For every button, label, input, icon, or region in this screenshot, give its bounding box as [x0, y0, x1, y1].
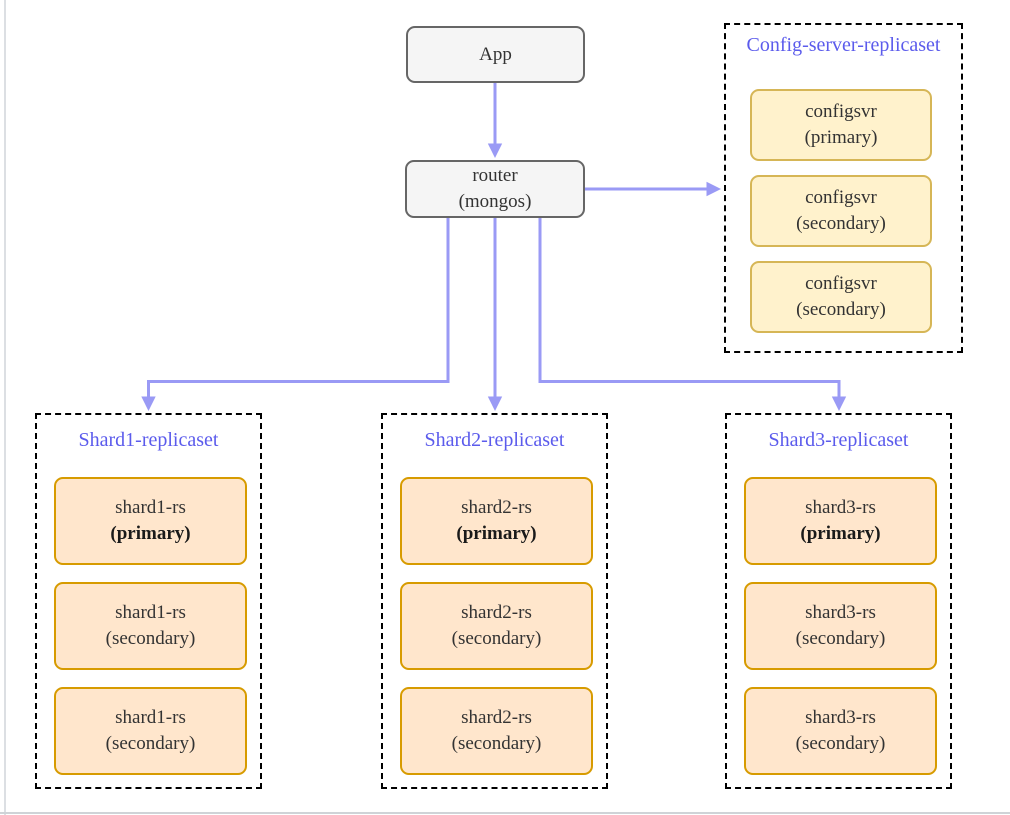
- node-name: shard3-rs: [805, 602, 876, 623]
- arrowhead-into-router: [487, 143, 503, 158]
- shard1-primary-node: shard1-rs (primary): [54, 477, 247, 565]
- router-node: router (mongos): [405, 160, 585, 218]
- node-role: (secondary): [795, 733, 886, 754]
- configsvr-primary-node: configsvr (primary): [750, 89, 932, 161]
- node-name: configsvr: [805, 187, 877, 208]
- shard3-replicaset-title: Shard3-replicaset: [768, 429, 909, 451]
- arrowhead-into-shard3: [831, 396, 847, 411]
- page-frame-bottom-border: [0, 812, 1010, 814]
- node-role: (secondary): [796, 213, 886, 234]
- node-name: shard3-rs: [805, 707, 876, 728]
- shard1-secondary-node-1: shard1-rs (secondary): [54, 582, 247, 670]
- arrow-router-to-shard1: [147, 218, 450, 397]
- router-node-label-line1: router: [472, 165, 518, 186]
- node-role: (primary): [110, 523, 191, 544]
- node-name: shard2-rs: [461, 707, 532, 728]
- node-role: (primary): [456, 523, 537, 544]
- app-node-label: App: [479, 43, 512, 65]
- shard3-secondary-node-2: shard3-rs (secondary): [744, 687, 937, 775]
- configsvr-secondary-node-2: configsvr (secondary): [750, 261, 932, 333]
- arrowhead-into-shard2: [487, 396, 503, 411]
- node-name: shard1-rs: [115, 707, 186, 728]
- node-role: (secondary): [105, 733, 196, 754]
- shard2-replicaset-group: Shard2-replicaset shard2-rs (primary) sh…: [381, 413, 608, 789]
- shard1-replicaset-group: Shard1-replicaset shard1-rs (primary) sh…: [35, 413, 262, 789]
- configsvr-secondary-node-1: configsvr (secondary): [750, 175, 932, 247]
- node-name: shard1-rs: [115, 602, 186, 623]
- node-name: shard2-rs: [461, 602, 532, 623]
- node-role: (secondary): [796, 299, 886, 320]
- node-name: shard1-rs: [115, 497, 186, 518]
- node-role: (secondary): [105, 628, 196, 649]
- shard2-replicaset-title: Shard2-replicaset: [424, 429, 565, 451]
- node-role: (primary): [804, 127, 878, 148]
- shard3-secondary-node-1: shard3-rs (secondary): [744, 582, 937, 670]
- node-name: configsvr: [805, 273, 877, 294]
- shard2-primary-node: shard2-rs (primary): [400, 477, 593, 565]
- config-replicaset-title: Config-server-replicaset: [746, 34, 941, 56]
- node-name: shard3-rs: [805, 497, 876, 518]
- node-role: (secondary): [795, 628, 886, 649]
- node-name: configsvr: [805, 101, 877, 122]
- node-name: shard2-rs: [461, 497, 532, 518]
- shard3-primary-node: shard3-rs (primary): [744, 477, 937, 565]
- app-node: App: [406, 26, 585, 83]
- node-role: (secondary): [451, 733, 542, 754]
- arrowhead-into-config: [706, 181, 721, 197]
- arrowhead-into-shard1: [141, 396, 156, 411]
- shard1-replicaset-title: Shard1-replicaset: [78, 429, 219, 451]
- config-server-replicaset-group: Config-server-replicaset configsvr (prim…: [724, 23, 963, 353]
- shard1-secondary-node-2: shard1-rs (secondary): [54, 687, 247, 775]
- router-node-label-line2: (mongos): [458, 191, 532, 212]
- shard2-secondary-node-2: shard2-rs (secondary): [400, 687, 593, 775]
- node-role: (secondary): [451, 628, 542, 649]
- page-frame-left-border: [4, 0, 6, 815]
- node-role: (primary): [800, 523, 881, 544]
- shard3-replicaset-group: Shard3-replicaset shard3-rs (primary) sh…: [725, 413, 952, 789]
- shard2-secondary-node-1: shard2-rs (secondary): [400, 582, 593, 670]
